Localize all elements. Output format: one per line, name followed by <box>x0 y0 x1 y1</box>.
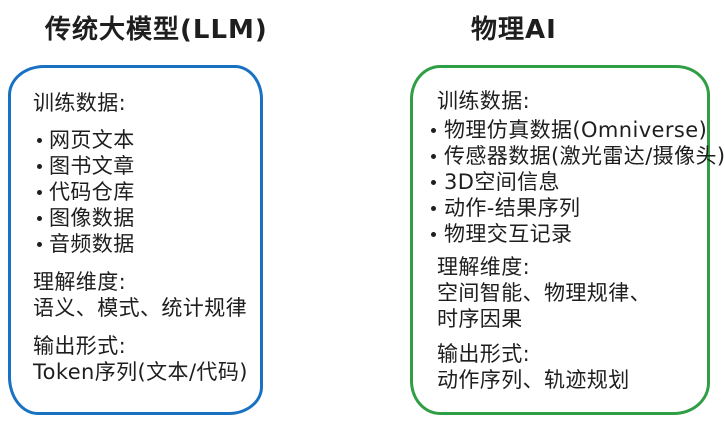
llm-understanding-label: 理解维度: <box>33 270 127 294</box>
physical-ai-training-data-list: 物理仿真数据(Omniverse) 传感器数据(激光雷达/摄像头) 3D空间信息… <box>431 117 725 247</box>
list-item: 代码仓库 <box>37 179 260 205</box>
physical-ai-panel-title: 物理AI <box>471 15 557 45</box>
llm-understanding-line: 语义、模式、统计规律 <box>33 296 247 320</box>
list-item: 网页文本 <box>37 127 260 153</box>
list-item: 物理仿真数据(Omniverse) <box>431 117 707 143</box>
llm-training-data-label: 训练数据: <box>33 91 127 115</box>
llm-panel-title: 传统大模型(LLM) <box>45 15 268 45</box>
list-item: 图像数据 <box>37 205 260 231</box>
physical-ai-understanding-line: 空间智能、物理规律、 <box>437 281 651 305</box>
list-item: 3D空间信息 <box>431 169 707 195</box>
list-item: 传感器数据(激光雷达/摄像头) <box>431 143 725 169</box>
list-item: 图书文章 <box>37 153 260 179</box>
llm-output-line: Token序列(文本/代码) <box>33 360 248 384</box>
physical-ai-output-label: 输出形式: <box>437 342 531 366</box>
llm-output-label: 输出形式: <box>33 334 127 358</box>
physical-ai-box: 训练数据: 物理仿真数据(Omniverse) 传感器数据(激光雷达/摄像头) … <box>410 65 725 415</box>
physical-ai-understanding-line: 时序因果 <box>437 307 523 331</box>
llm-training-data-list: 网页文本 图书文章 代码仓库 图像数据 音频数据 <box>37 127 260 257</box>
physical-ai-training-data-label: 训练数据: <box>437 89 531 113</box>
physical-ai-output-line: 动作序列、轨迹规划 <box>437 368 630 392</box>
list-item: 音频数据 <box>37 231 260 257</box>
list-item: 动作-结果序列 <box>431 195 707 221</box>
physical-ai-understanding-label: 理解维度: <box>437 255 531 279</box>
list-item: 物理交互记录 <box>431 221 707 247</box>
llm-box: 训练数据: 网页文本 图书文章 代码仓库 图像数据 音频数据 理解维度: 语义、… <box>8 65 263 415</box>
